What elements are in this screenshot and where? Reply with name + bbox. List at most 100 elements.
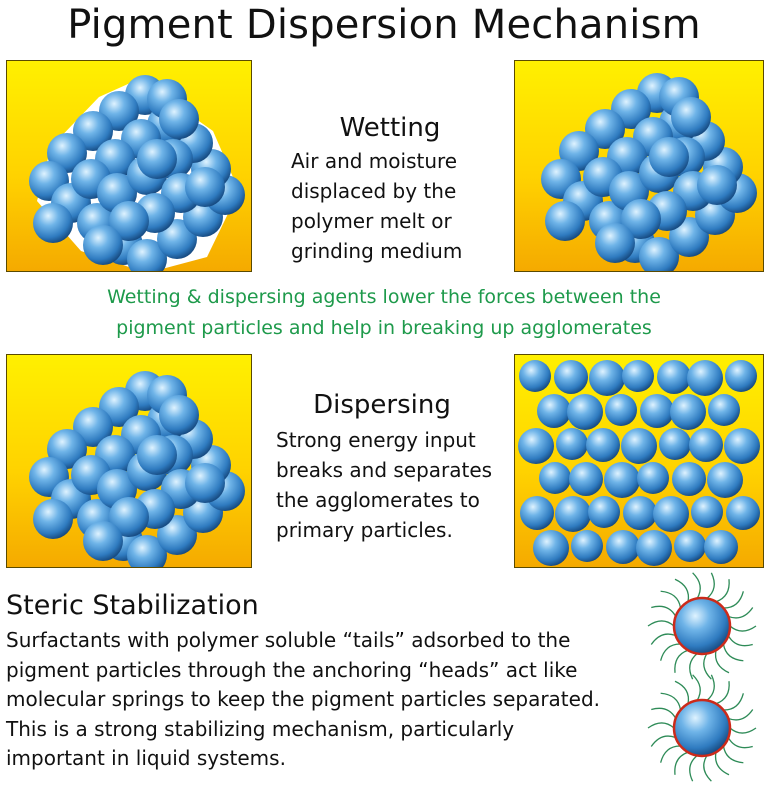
polymer-tail [689,755,698,782]
wetting-description: Air and moisture displaced by the polyme… [291,146,462,266]
steric-description: Surfactants with polymer soluble “tails”… [6,626,600,774]
pigment-particle [623,496,657,530]
pigment-particle [555,496,591,532]
pigment-particle [653,496,689,532]
pigment-particle [640,394,674,428]
pigment-particle [545,201,585,241]
pigment-particle [586,428,620,462]
stabilized-particle-top [647,572,757,680]
page-title: Pigment Dispersion Mechanism [67,2,701,48]
pigment-particle [659,428,691,460]
pigment-particle [83,225,123,265]
pigment-particle [604,462,640,498]
polymer-tail [722,643,744,662]
stabilized-particle-bottom [647,674,757,782]
polymer-tail [703,653,712,680]
pigment-particle [671,97,711,137]
steric-line: important in liquid systems. [6,746,286,770]
polymer-tail [660,590,682,609]
stabilized-pigment-particle [672,698,732,758]
agglomerate-air-diagram [29,75,245,271]
pigment-particle [689,428,723,462]
steric-line: molecular springs to keep the pigment pa… [6,687,601,711]
agents-note-line: pigment particles and help in breaking u… [116,317,652,339]
pigment-particle [622,360,654,392]
dispersing-line: the agglomerates to [276,488,480,512]
polymer-tail [647,722,675,729]
pigment-particle [687,360,723,396]
polymer-tail [715,579,730,603]
agglomerate-diagram [29,371,245,567]
dispersing-line: Strong energy input [276,428,476,452]
pigment-particle [569,462,603,496]
dispersing-before-panel [6,354,252,568]
pigment-particle [539,462,571,494]
polymer-tail [650,633,676,645]
pigment-particle [725,360,757,392]
pigment-particle [83,521,123,561]
polymer-tail [692,674,701,701]
dispersing-line: breaks and separates [276,458,493,482]
polymer-tail [723,591,744,609]
polymer-tail [651,707,677,719]
polymer-tail [729,727,757,734]
polymer-tail [728,607,754,619]
pigment-particle [649,137,689,177]
pigment-particle [707,462,743,498]
pigment-particle [520,496,554,530]
wetting-line: displaced by the [291,179,457,203]
dispersing-after-panel [514,354,764,568]
pigment-particle [637,462,669,494]
polymer-tail [706,674,715,701]
pigment-particle [109,201,149,241]
agglomerate-wetted-diagram [541,73,757,271]
pigment-particle [533,530,569,566]
polymer-tail [647,620,675,627]
pigment-particle [571,530,603,562]
pigment-particle [137,435,177,475]
wetting-heading: Wetting [339,113,441,143]
pigment-particle [691,496,723,528]
pigment-particle [606,530,640,564]
polymer-tail [722,745,744,764]
polymer-tail [703,755,712,782]
pigment-particle [554,360,588,394]
pigment-particle [137,139,177,179]
polymer-tail [674,649,689,673]
polymer-tail [729,625,757,632]
polymer-tail [723,693,744,711]
dispersed-particles-diagram [518,360,760,566]
particle-cluster-with-air [29,75,245,271]
pigment-particle [657,360,691,394]
polymer-tail [714,752,730,776]
primary-particles-grid [518,360,760,566]
pigment-particle [636,530,672,566]
polymer-tail [728,709,754,721]
dispersing-heading: Dispersing [313,390,451,420]
pigment-particle [519,360,551,392]
dispersing-description: Strong energy input breaks and separates… [276,425,492,545]
pigment-particle [537,394,571,428]
pigment-particle [621,199,661,239]
wetting-after-panel [514,60,764,272]
dispersing-line: primary particles. [276,518,453,542]
pigment-particle [159,99,199,139]
wetting-line: polymer melt or [291,209,452,233]
pigment-particle [127,239,167,271]
pigment-particle [726,496,760,530]
polymer-tail [651,605,677,617]
pigment-particle [670,394,706,430]
pigment-particle [589,360,625,396]
pigment-particle [588,496,620,528]
stabilized-pigment-particle [672,596,732,656]
stabilized-particles-diagram [647,572,757,782]
polymer-tail [674,578,690,602]
pigment-particle [674,530,706,562]
pigment-particle [185,463,225,503]
pigment-particle [605,394,637,426]
pigment-particle [159,395,199,435]
polymer-tail [692,572,701,599]
pigment-particle [639,237,679,271]
pigment-particle [697,165,737,205]
wetting-before-panel [6,60,252,272]
